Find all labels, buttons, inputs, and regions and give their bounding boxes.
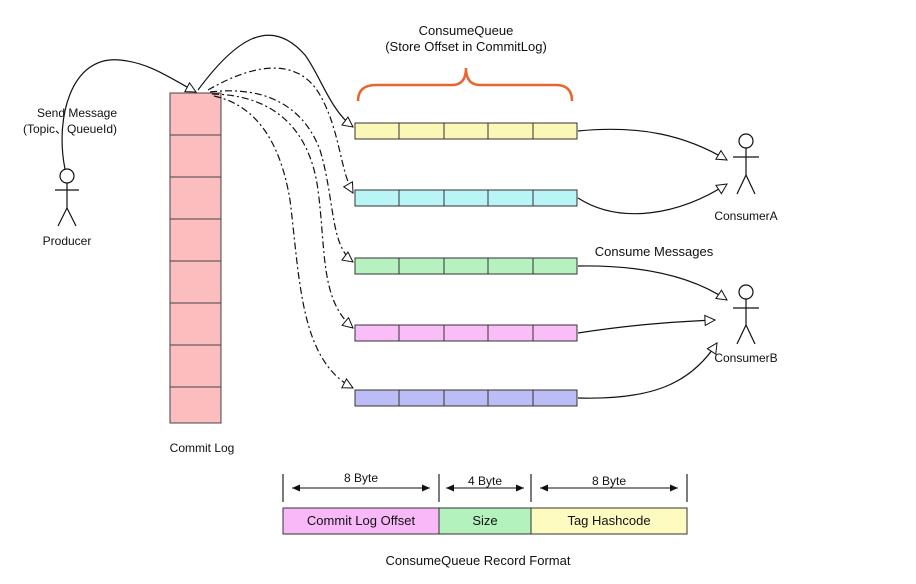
queue-4	[354, 324, 578, 342]
title-line1: ConsumeQueue	[419, 23, 514, 38]
field-3-box	[530, 507, 688, 535]
consumer-a-figure-icon	[733, 133, 759, 195]
send-message-line1: Send Message	[37, 106, 117, 120]
consume-arrows	[577, 128, 727, 399]
queue-1	[354, 122, 578, 140]
consume-messages-label: Consume Messages	[595, 244, 714, 259]
commit-log-label: Commit Log	[170, 441, 235, 455]
field-2-box	[438, 507, 532, 535]
field-2-size: 4 Byte	[468, 474, 502, 488]
consumer-a-label: ConsumerA	[714, 209, 777, 223]
field-1-size: 8 Byte	[344, 471, 378, 485]
queue-3	[354, 257, 578, 275]
queue-2	[354, 189, 578, 207]
field-3-name: Tag Hashcode	[567, 513, 650, 528]
producer-label: Producer	[43, 234, 92, 248]
consume-queue-brace	[356, 67, 574, 102]
field-3-size: 8 Byte	[592, 474, 626, 488]
consumer-b-figure-icon	[733, 284, 759, 345]
field-1-box	[282, 507, 440, 535]
field-1-name: Commit Log Offset	[307, 513, 416, 528]
consumer-b-label: ConsumerB	[714, 351, 777, 365]
record-format-caption: ConsumeQueue Record Format	[386, 553, 571, 568]
title-line2: (Store Offset in CommitLog)	[385, 39, 547, 54]
send-message-line2: (Topic、QueueId)	[23, 122, 117, 136]
record-format-dimension-lines	[282, 474, 688, 502]
producer-figure-icon	[55, 168, 79, 227]
offset-pointer-arrows	[207, 67, 353, 389]
commit-to-queue1-arrow	[197, 34, 353, 127]
send-message-arrow	[61, 59, 196, 170]
field-2-name: Size	[472, 513, 497, 528]
queue-5	[354, 389, 578, 407]
commit-log	[169, 92, 222, 424]
